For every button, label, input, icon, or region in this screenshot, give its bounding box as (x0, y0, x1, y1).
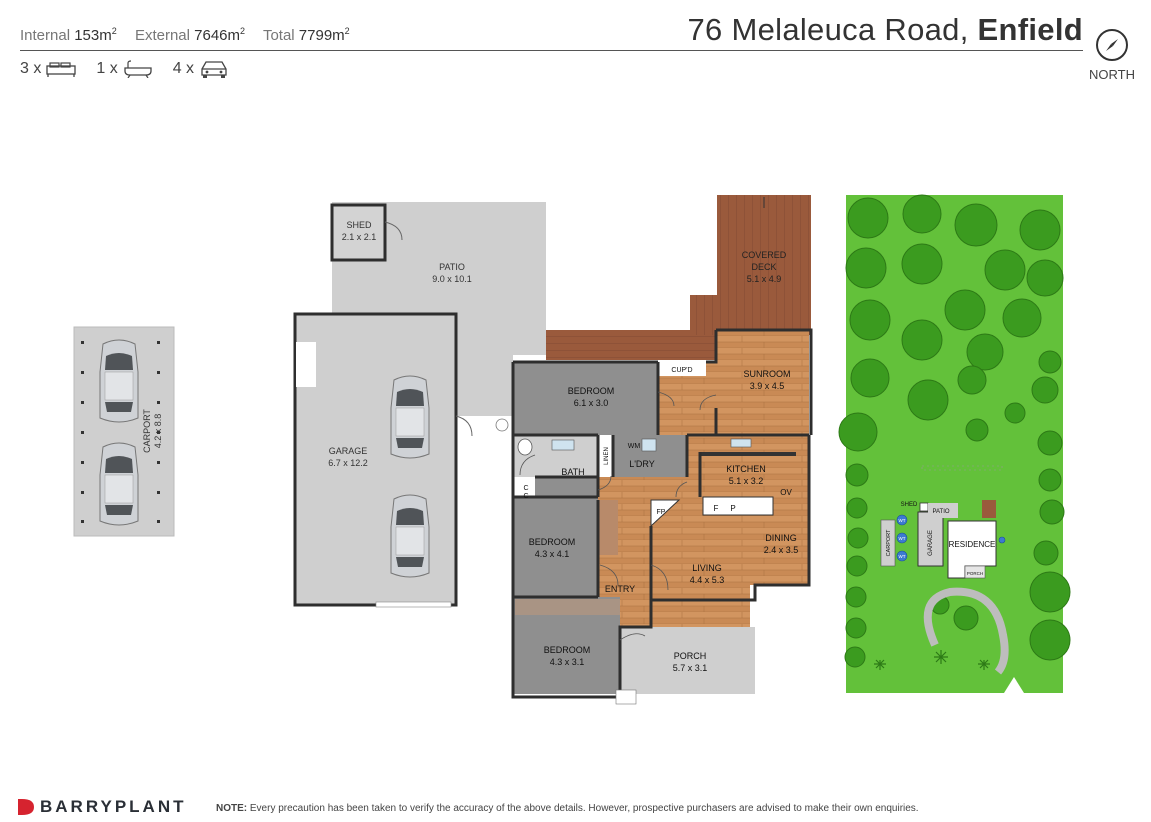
site-wt-3: WT (899, 554, 906, 559)
porch-dims: 5.7 x 3.1 (673, 663, 708, 673)
car-icon (201, 61, 227, 78)
sunroom-label: SUNROOM (744, 369, 791, 379)
area-summary: Internal 153m2 External 7646m2 Total 779… (20, 26, 364, 44)
site-garage-label: GARAGE (928, 530, 934, 556)
fridge-label: F (714, 504, 719, 513)
car-icon (390, 494, 430, 578)
garage-label: GARAGE (329, 446, 368, 456)
car-icon (99, 339, 139, 423)
internal-value: 153m2 (74, 26, 117, 44)
carport-label: CARPORT (142, 409, 152, 453)
brand-logo: BARRYPLANT (18, 797, 186, 817)
patio: SHED 2.1 x 2.1 PATIO 9.0 x 10.1 (330, 202, 690, 432)
total-value: 7799m2 (298, 26, 350, 44)
living-dims: 4.4 x 5.3 (690, 575, 725, 585)
kitchen-label: KITCHEN (726, 464, 766, 474)
dining-dims: 2.4 x 3.5 (764, 545, 799, 555)
patio-dims: 9.0 x 10.1 (432, 274, 472, 284)
brand-name: BARRYPLANT (40, 797, 187, 816)
cupd-label: CUP'D (671, 367, 692, 374)
bedroom-count: 3 x (20, 60, 76, 78)
living-label: LIVING (692, 563, 722, 573)
covered-deck-label-2: DECK (751, 262, 776, 272)
external-label: External (134, 27, 190, 44)
disclaimer: NOTE: Every precaution has been taken to… (216, 803, 919, 814)
entry-label: ENTRY (605, 584, 635, 594)
bedroom-1-dims: 6.1 x 3.0 (574, 398, 609, 408)
patio-label: PATIO (439, 262, 465, 272)
bath-label: BATH (561, 467, 584, 477)
bedroom-count-label: 3 x (20, 60, 42, 77)
bathroom-count: 1 x (96, 60, 152, 78)
feature-icons: 3 x 1 x 4 x (20, 60, 243, 78)
bed-icon (46, 62, 76, 77)
site-patio-label: PATIO (932, 509, 949, 515)
site-carport-label: CARPORT (886, 529, 892, 556)
cupboard-label-1: C (523, 485, 528, 492)
cupboard-label-2: C (523, 493, 528, 500)
bedroom-1-label: BEDROOM (568, 386, 615, 396)
garage-dims: 6.7 x 12.2 (328, 458, 368, 468)
bedroom-3-dims: 4.3 x 3.1 (550, 657, 585, 667)
fireplace-label: FP (657, 509, 666, 516)
north-label: NORTH (1089, 67, 1135, 82)
bathroom-count-label: 1 x (96, 60, 118, 77)
total-label: Total (262, 27, 295, 44)
car-icon (390, 375, 430, 459)
carport-dims: 4.2 x 8.8 (153, 414, 163, 449)
car-count: 4 x (173, 60, 229, 78)
sunroom-dims: 3.9 x 4.5 (750, 381, 785, 391)
address-suburb: Enfield (977, 12, 1083, 47)
kitchen-dims: 5.1 x 3.2 (729, 476, 764, 486)
bedroom-2-label: BEDROOM (529, 537, 576, 547)
site-porch-label: PORCH (967, 571, 983, 576)
shed-label: SHED (346, 220, 372, 230)
bedroom-2-dims: 4.3 x 4.1 (535, 549, 570, 559)
carport: CARPORT 4.2 x 8.8 (73, 326, 175, 537)
covered-deck-label-1: COVERED (742, 250, 787, 260)
compass-icon (1096, 29, 1128, 61)
car-count-label: 4 x (172, 60, 195, 77)
brand-mark-icon (18, 799, 34, 815)
site-wt-1: WT (899, 518, 906, 523)
site-plan: WT WT WT SHED PATIO CARPORT GARAGE RESID… (838, 194, 1071, 693)
site-residence-label: RESIDENCE (949, 540, 996, 549)
porch-label: PORCH (674, 651, 707, 661)
bedroom-3-label: BEDROOM (544, 645, 591, 655)
site-wt-2: WT (899, 536, 906, 541)
laundry-label: L'DRY (629, 459, 655, 469)
disclaimer-text: Every precaution has been taken to verif… (249, 803, 919, 814)
header-divider (20, 50, 1083, 51)
shed-dims: 2.1 x 2.1 (342, 232, 377, 242)
linen-label: LINEN (604, 447, 610, 465)
address-street: 76 Melaleuca Road, (687, 12, 969, 47)
dining-label: DINING (765, 533, 797, 543)
oven-label: OV (780, 488, 792, 497)
external-value: 7646m2 (194, 26, 246, 44)
covered-deck-dims: 5.1 x 4.9 (747, 274, 782, 284)
car-icon (99, 442, 139, 526)
property-address: 76 Melaleuca Road, Enfield (687, 12, 1083, 48)
wm-label: WM (628, 443, 641, 450)
pantry-label: P (730, 504, 735, 513)
house: BEDROOM 6.1 x 3.0 CUP'D SUNROOM 3.9 x 4.… (511, 328, 813, 705)
site-shed-label: SHED (901, 502, 918, 508)
garage: GARAGE 6.7 x 12.2 (293, 312, 473, 608)
internal-label: Internal (20, 27, 71, 44)
bathtub-icon (124, 60, 152, 78)
disclaimer-label: NOTE: (216, 803, 248, 814)
covered-deck: COVERED DECK 5.1 x 4.9 (546, 195, 811, 360)
